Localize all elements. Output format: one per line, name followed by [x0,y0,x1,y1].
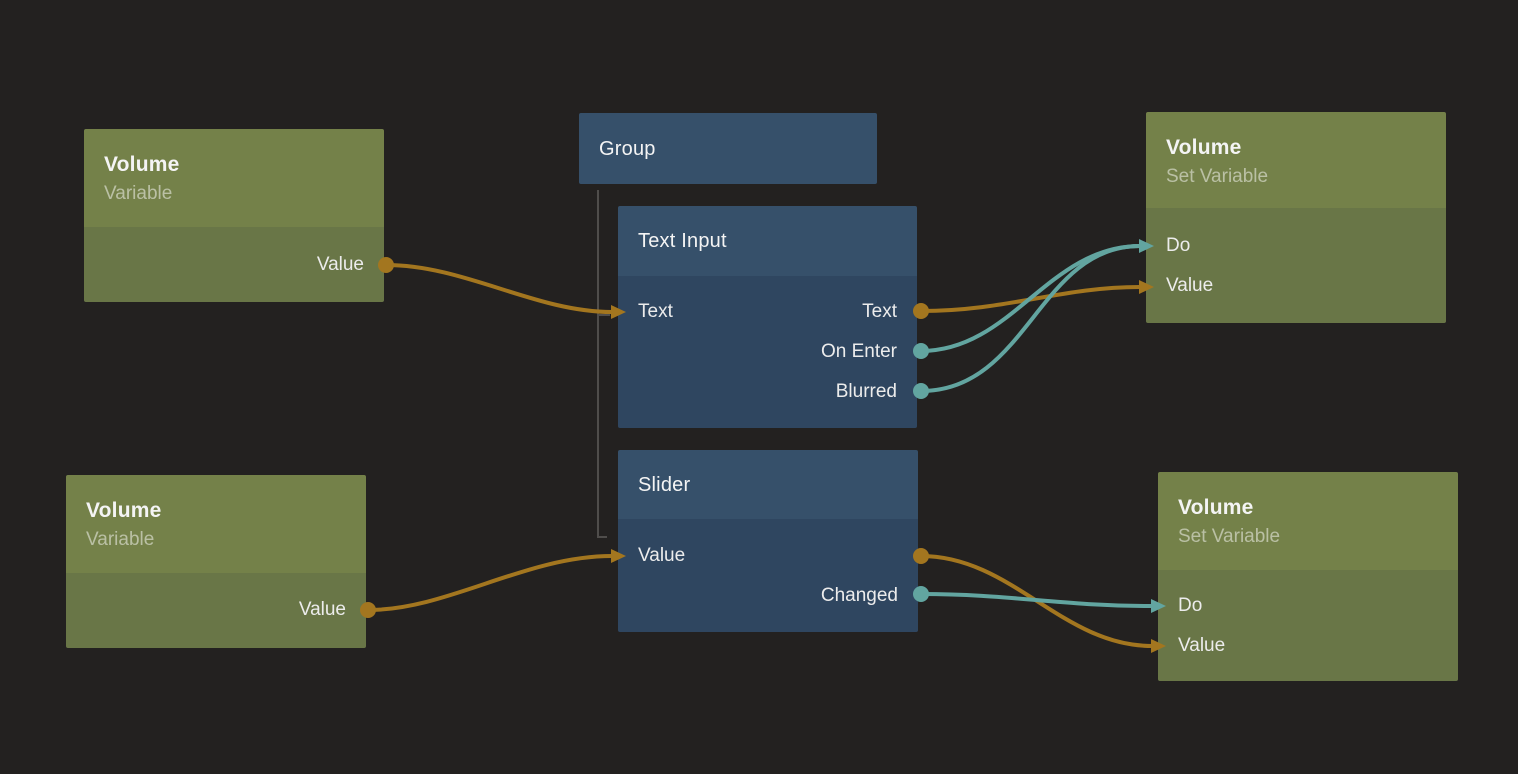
node-ports: Do Value [1158,570,1458,681]
port-row: Value [1158,626,1458,666]
port-row: Value [66,590,366,630]
node-title: Slider [638,473,691,496]
node-ports: Do Value [1146,208,1446,323]
port-value-input[interactable]: Value [1166,275,1214,296]
wire-slider-value-to-set-variable-bottom-value[interactable] [913,548,1166,653]
port-text-output[interactable]: Text [862,301,897,322]
group-child-line [597,190,610,538]
wire-text-output-to-set-variable-top-value[interactable] [913,280,1154,319]
port-do-input[interactable]: Do [1178,595,1203,616]
node-title: Group [599,137,656,160]
node-header: Slider [618,450,918,519]
node-subtitle: Variable [86,529,155,550]
node-header: Group [579,113,877,184]
port-row: Value [84,245,384,285]
port-row: Value [618,536,918,576]
port-on-enter-output[interactable]: On Enter [820,341,897,362]
node-ports: Value [84,227,384,302]
node-ports: Text Text On Enter Blurred [618,276,917,428]
port-value-input[interactable]: Value [1178,635,1226,656]
port-text-input[interactable]: Text [638,301,673,322]
node-subtitle: Set Variable [1178,526,1281,547]
node-set-variable-bottom[interactable]: Volume Set Variable Do Value [1158,472,1458,681]
port-row: Blurred [618,372,917,412]
node-ports: Value [66,573,366,648]
port-blurred-output[interactable]: Blurred [835,381,897,402]
node-header: Volume Set Variable [1146,112,1446,208]
wire-on-enter-to-set-variable-top-do[interactable] [913,239,1154,359]
node-subtitle: Variable [104,183,173,204]
node-title: Volume [1166,136,1242,159]
port-row: Do [1146,226,1446,266]
port-value-output[interactable]: Value [316,254,364,275]
node-header: Text Input [618,206,917,276]
node-variable-bottom[interactable]: Volume Variable Value [66,475,366,648]
wire-blurred-to-set-variable-top-do[interactable] [913,244,1141,399]
node-slider[interactable]: Slider Value Changed [618,450,918,632]
node-text-input[interactable]: Text Input Text Text On Enter Blurred [618,206,917,428]
node-set-variable-top[interactable]: Volume Set Variable Do Value [1146,112,1446,323]
port-row: On Enter [618,332,917,372]
port-row: Do [1158,586,1458,626]
port-value-output[interactable]: Value [298,599,346,620]
node-ports: Value Changed [618,519,918,632]
node-header: Volume Set Variable [1158,472,1458,570]
port-row: Text Text [618,292,917,332]
port-row: Value [1146,266,1446,306]
node-header: Volume Variable [84,129,384,227]
port-value-input[interactable]: Value [638,545,686,566]
node-title: Volume [86,499,162,522]
wire-variable-bottom-to-slider[interactable] [360,549,626,618]
node-group[interactable]: Group [579,113,877,184]
node-title: Volume [1178,496,1254,519]
wire-variable-top-to-text-input[interactable] [378,257,626,319]
port-row: Changed [618,576,918,616]
node-variable-top[interactable]: Volume Variable Value [84,129,384,302]
node-header: Volume Variable [66,475,366,573]
port-do-input[interactable]: Do [1166,235,1191,256]
node-subtitle: Set Variable [1166,166,1269,187]
node-title: Text Input [638,230,727,252]
node-title: Volume [104,153,180,176]
port-changed-output[interactable]: Changed [820,585,898,606]
wire-slider-changed-to-set-variable-bottom-do[interactable] [913,586,1166,613]
